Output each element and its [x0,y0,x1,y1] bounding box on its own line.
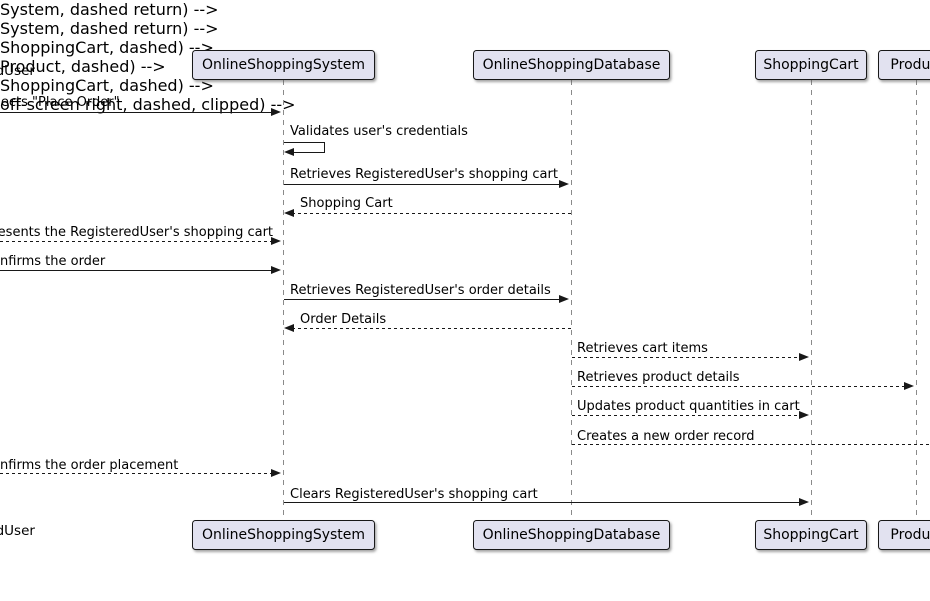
message-label: Creates a new order record [577,429,755,444]
message-label: Updates product quantities in cart [577,399,800,414]
arrowhead-right-icon [559,180,569,188]
arrowhead-right-icon [904,382,914,390]
message-label: Confirms the order [0,254,106,269]
participant-label: OnlineShoppingSystem [201,57,366,73]
arrowhead-left-icon [284,324,294,332]
lifeline-shopping-cart [811,80,812,521]
participant-label: OnlineShoppingDatabase [482,527,661,543]
message-label: Retrieves cart items [577,341,708,356]
message-line [0,112,273,114]
message-line [284,502,800,504]
participant-label: OnlineShoppingSystem [201,527,366,543]
self-message-bottom-line [292,152,325,154]
message-label: Retrieves product details [577,370,740,385]
arrowhead-left-icon [284,148,294,156]
participant-label: OnlineShoppingDatabase [482,57,661,73]
message-line [0,473,273,475]
participant-online-shopping-database-top: OnlineShoppingDatabase [473,50,670,80]
message-label: Validates user's credentials [290,124,468,139]
arrowhead-right-icon [271,108,281,116]
arrowhead-right-icon [271,266,281,274]
participant-online-shopping-system-bottom: OnlineShoppingSystem [192,520,375,550]
arrowhead-right-icon [559,295,569,303]
arrowhead-right-icon [271,469,281,477]
participant-label: Product [890,57,930,73]
message-label: Retrieves RegisteredUser's order details [290,283,551,298]
lifeline-product [916,80,917,521]
arrowhead-right-icon [271,237,281,245]
message-label: Presents the RegisteredUser's shopping c… [0,225,274,240]
message-line [0,270,273,272]
participant-shopping-cart-bottom: ShoppingCart [755,520,867,550]
participant-label: ShoppingCart [763,57,859,73]
arrowhead-right-icon [799,353,809,361]
message-line [572,444,930,446]
message-line [284,184,561,186]
lifeline-online-shopping-database [571,80,572,521]
message-line [292,328,571,330]
self-message-right-line [324,142,326,153]
message-line [0,241,273,243]
participant-label-registered-user-top: RegisteredUser [0,63,35,79]
message-label: Shopping Cart [300,196,393,211]
message-label: Confirms the order placement [0,458,179,473]
participant-label-registered-user-bottom: RegisteredUser [0,523,35,539]
arrowhead-left-icon [284,209,294,217]
message-line [292,213,571,215]
participant-product-bottom: Product [878,520,930,550]
message-label: Retrieves RegisteredUser's shopping cart [290,167,558,182]
participant-label: ShoppingCart [763,527,859,543]
participant-shopping-cart-top: ShoppingCart [755,50,867,80]
participant-label: Product [890,527,930,543]
arrowhead-right-icon [799,498,809,506]
arrowhead-right-icon [799,411,809,419]
lifeline-online-shopping-system [283,80,284,521]
participant-online-shopping-system-top: OnlineShoppingSystem [192,50,375,80]
message-line [284,299,561,301]
message-label: Selects "Place Order" [0,95,120,110]
participant-product-top: Product [878,50,930,80]
message-label: Clears RegisteredUser's shopping cart [290,487,538,502]
message-line [572,415,800,417]
message-line [572,357,800,359]
message-label: Order Details [300,312,387,327]
participant-online-shopping-database-bottom: OnlineShoppingDatabase [473,520,670,550]
message-line [572,386,905,388]
self-message-top-line [284,142,325,144]
